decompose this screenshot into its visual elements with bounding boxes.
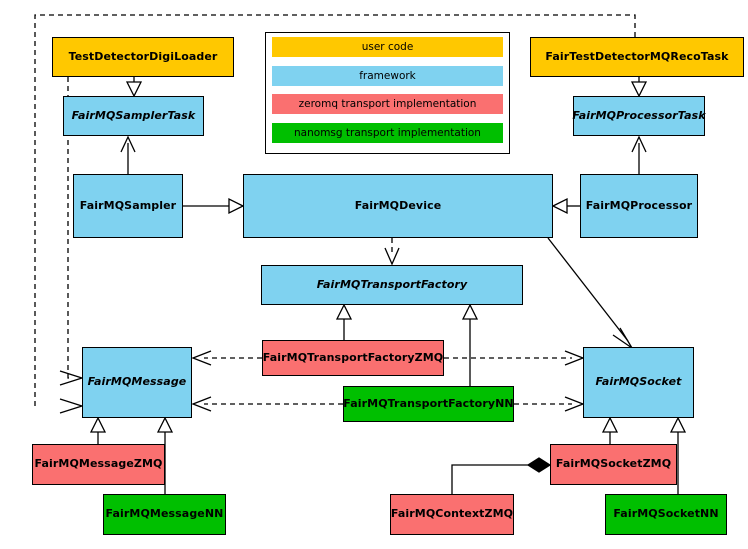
class-node-fairmqmessagezmq[interactable]: FairMQMessageZMQ xyxy=(32,444,165,485)
edge-socketzmq-to-socket xyxy=(601,416,619,444)
edge-processor-to-processortask xyxy=(631,135,647,174)
class-node-fairmqprocessortask[interactable]: FairMQProcessorTask xyxy=(572,96,706,136)
edge-digiloader-to-samplertask xyxy=(125,77,143,98)
edge-sampler-to-samplertask xyxy=(120,135,136,174)
class-node-fairmqtransportfactory[interactable]: FairMQTransportFactory xyxy=(261,265,523,305)
edge-tfzmq-to-tf xyxy=(335,303,353,340)
legend-label-user-code: user code xyxy=(361,41,414,53)
class-node-fairmqmessagenn[interactable]: FairMQMessageNN xyxy=(103,494,226,535)
class-node-fairmqprocessor[interactable]: FairMQProcessor xyxy=(580,174,698,238)
legend-label-zeromq: zeromq transport implementation xyxy=(298,98,477,110)
class-node-fairmqsocketnn[interactable]: FairMQSocketNN xyxy=(605,494,727,535)
legend-label-framework: framework xyxy=(359,70,416,82)
edge-device-to-transportfactory xyxy=(384,238,400,266)
class-node-fairmqcontextzmq[interactable]: FairMQContextZMQ xyxy=(390,494,514,535)
edge-tfzmq-to-socket xyxy=(444,350,585,366)
edge-tfzmq-to-message xyxy=(191,350,262,366)
class-node-fairmqsampler[interactable]: FairMQSampler xyxy=(73,174,183,238)
edge-recotask-to-processortask xyxy=(630,77,648,98)
edge-contextzmq-to-socketzmq xyxy=(451,457,552,494)
legend-item-framework: framework xyxy=(272,66,503,86)
edge-device-to-socket xyxy=(547,237,633,349)
legend-item-user-code: user code xyxy=(272,37,503,57)
edge-messagezmq-to-message xyxy=(89,416,107,444)
class-node-fairmqdevice[interactable]: FairMQDevice xyxy=(243,174,553,238)
class-node-testdetectordigiloader[interactable]: TestDetectorDigiLoader xyxy=(52,37,234,77)
class-node-fairmqsocketzmq[interactable]: FairMQSocketZMQ xyxy=(550,444,677,485)
class-node-fairmqsocket[interactable]: FairMQSocket xyxy=(583,347,694,418)
class-node-fairmqtransportfactoryzmq[interactable]: FairMQTransportFactoryZMQ xyxy=(262,340,444,376)
class-node-fairmqsamplertask[interactable]: FairMQSamplerTask xyxy=(63,96,204,136)
class-node-fairmqmessage[interactable]: FairMQMessage xyxy=(82,347,192,418)
legend-item-zeromq: zeromq transport implementation xyxy=(272,94,503,114)
edge-tfnn-to-tf xyxy=(461,303,479,386)
edge-processor-to-device xyxy=(551,197,580,215)
edge-tfnn-to-socket xyxy=(514,396,585,412)
class-node-fairtestdetectormqrecotask[interactable]: FairTestDetectorMQRecoTask xyxy=(530,37,744,77)
legend-item-nanomsg: nanomsg transport implementation xyxy=(272,123,503,143)
legend-label-nanomsg: nanomsg transport implementation xyxy=(294,127,481,139)
edge-tfnn-to-message xyxy=(191,396,343,412)
class-node-fairmqtransportfactorynn[interactable]: FairMQTransportFactoryNN xyxy=(343,386,514,422)
edge-sampler-to-device xyxy=(183,197,245,215)
